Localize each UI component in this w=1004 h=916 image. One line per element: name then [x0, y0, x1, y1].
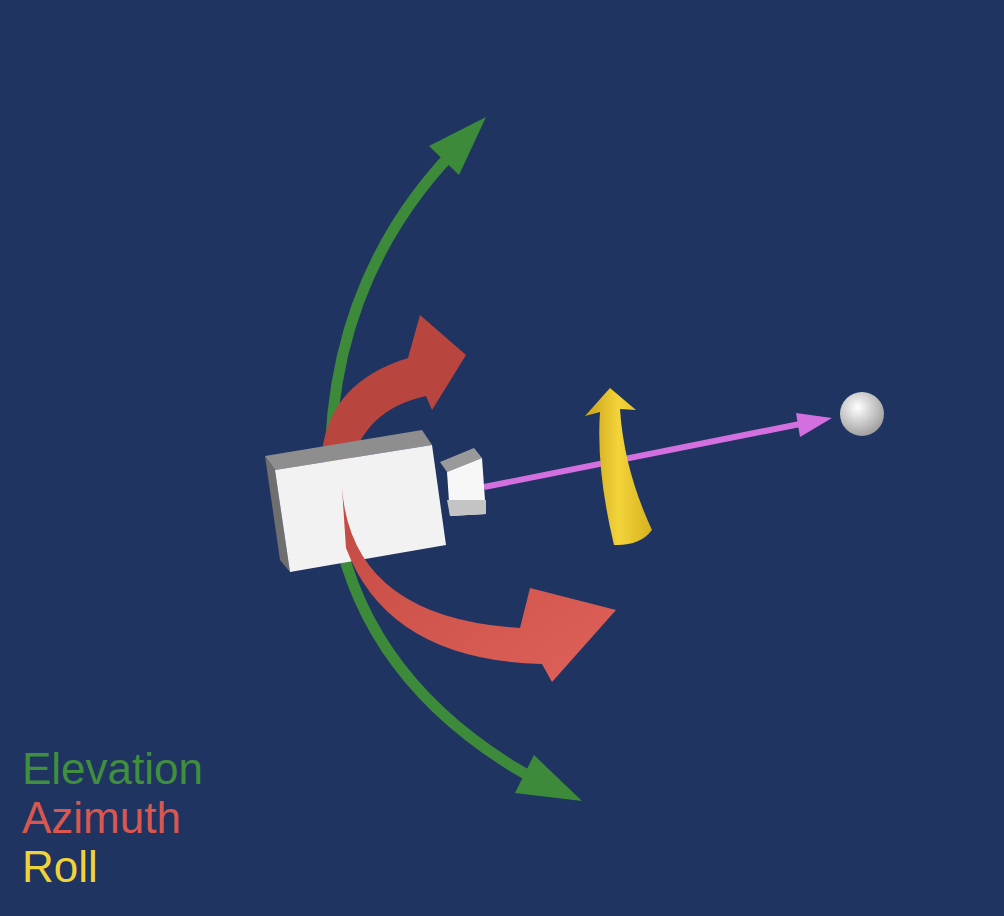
focal-point	[840, 392, 884, 436]
camera-lens	[447, 458, 486, 516]
legend: ElevationAzimuthRoll	[22, 744, 203, 891]
legend-label: Elevation	[22, 744, 203, 793]
legend-entry: Roll	[22, 842, 203, 891]
direction-line	[484, 424, 800, 487]
legend-label: Azimuth	[22, 793, 181, 842]
legend-label: Roll	[22, 842, 98, 891]
legend-entry: Elevation	[22, 744, 203, 793]
legend-entry: Azimuth	[22, 793, 203, 842]
direction-arrowhead	[796, 413, 832, 437]
camera-lens	[447, 500, 486, 516]
elevation-arrowhead	[429, 117, 486, 175]
azimuth-arrow	[342, 488, 616, 682]
elevation-arrowhead	[515, 755, 582, 801]
roll-arrow	[585, 388, 652, 545]
